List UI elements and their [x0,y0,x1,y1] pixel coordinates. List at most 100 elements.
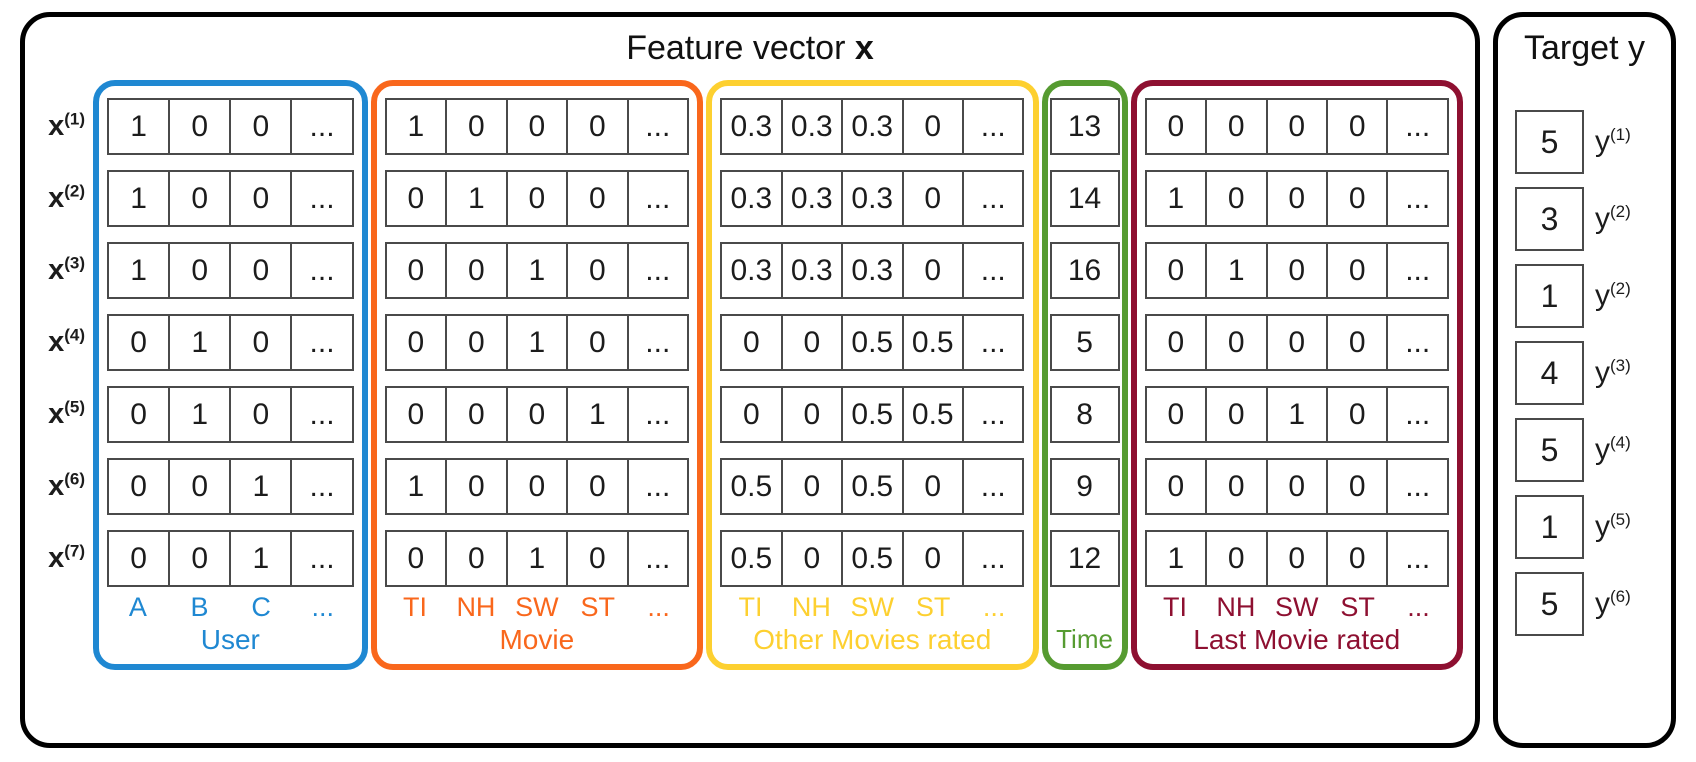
target-label-y(3): y(3) [1595,356,1631,389]
target-label-y(4): y(4) [1595,433,1631,466]
feature-vector-title-x: x [854,29,874,67]
column-label: NH [791,592,831,622]
feature-cell: 0 [903,170,964,227]
row-strip: 12 [1049,530,1120,587]
feature-cell: ... [964,530,1025,587]
feature-cell: 0 [384,530,448,587]
feature-cell: 0 [107,314,171,371]
feature-cell: 0 [1267,98,1328,155]
feature-cell: ... [964,386,1025,443]
feature-cell: 0 [1207,386,1268,443]
row-label-x(1): x(1) [48,109,85,142]
feature-cell: 0 [1328,458,1389,515]
feature-cell: ... [964,314,1025,371]
feature-cell: 1 [107,242,171,299]
feature-cell: 0 [1144,314,1208,371]
feature-cell: 0 [170,530,232,587]
feature-cell: 0 [1328,170,1389,227]
feature-cell: 0 [1267,170,1328,227]
feature-cell: ... [628,98,690,155]
row-strip: 14 [1049,170,1120,227]
feature-cell: 0 [568,242,629,299]
feature-cell: 0 [384,242,448,299]
feature-cell: 0 [231,98,293,155]
row-strip: 16 [1049,242,1120,299]
feature-cell: 1 [568,386,629,443]
feature-cell: 8 [1049,386,1120,443]
feature-cell: 0 [1328,530,1389,587]
row-strip: 5 [1049,314,1120,371]
feature-cell: ... [292,458,354,515]
feature-cell: 0 [1267,458,1328,515]
feature-cell: 0 [903,98,964,155]
column-label: ... [647,592,670,622]
feature-vector-panel: Feature vector x x(1)x(2)x(3)x(4)x(5)x(6… [20,12,1480,748]
row-strip: 9 [1049,458,1120,515]
feature-cell: 0 [1144,98,1208,155]
feature-cell: 0 [1207,98,1268,155]
feature-cell: 0 [782,386,844,443]
feature-cell: 0 [507,98,569,155]
column-labels-time [1050,592,1120,623]
feature-cell: 0.3 [720,242,783,299]
feature-cell: 0.3 [782,170,844,227]
feature-cell: 0.5 [843,530,904,587]
feature-cell: 0 [231,314,293,371]
feature-vector-title-prefix: Feature vector [626,29,855,67]
feature-cell: 1 [447,170,508,227]
feature-cell: ... [1388,170,1449,227]
target-value-cell: 1 [1515,264,1584,328]
feature-cell: ... [292,530,354,587]
row-label-x(4): x(4) [48,325,85,358]
feature-cell: 0 [384,170,448,227]
feature-cell: 0 [447,386,508,443]
feature-cell: 0 [1144,458,1208,515]
feature-cell: ... [628,386,690,443]
feature-cell: ... [628,458,690,515]
feature-cell: 0 [507,458,569,515]
column-label: NH [456,592,496,622]
target-value-cell: 4 [1515,341,1584,405]
feature-cell: 0.5 [903,314,964,371]
feature-cell: 0 [1267,530,1328,587]
column-label: ... [982,592,1006,622]
feature-cell: 0 [447,314,508,371]
feature-cell: 0 [107,458,171,515]
target-label-y(6): y(6) [1595,587,1631,620]
feature-cell: 0 [507,170,569,227]
feature-cell: 0 [720,314,783,371]
feature-cell: 0 [447,242,508,299]
target-label-y(2): y(2) [1595,202,1631,235]
feature-cell: ... [1388,458,1449,515]
feature-cell: ... [1388,242,1449,299]
feature-cell: ... [1388,386,1449,443]
feature-cell: ... [292,242,354,299]
feature-cell: ... [292,170,354,227]
feature-cell: 0.3 [782,98,844,155]
feature-cell: 13 [1049,98,1120,155]
row-label-x(3): x(3) [48,253,85,286]
feature-cell: 0.5 [843,314,904,371]
